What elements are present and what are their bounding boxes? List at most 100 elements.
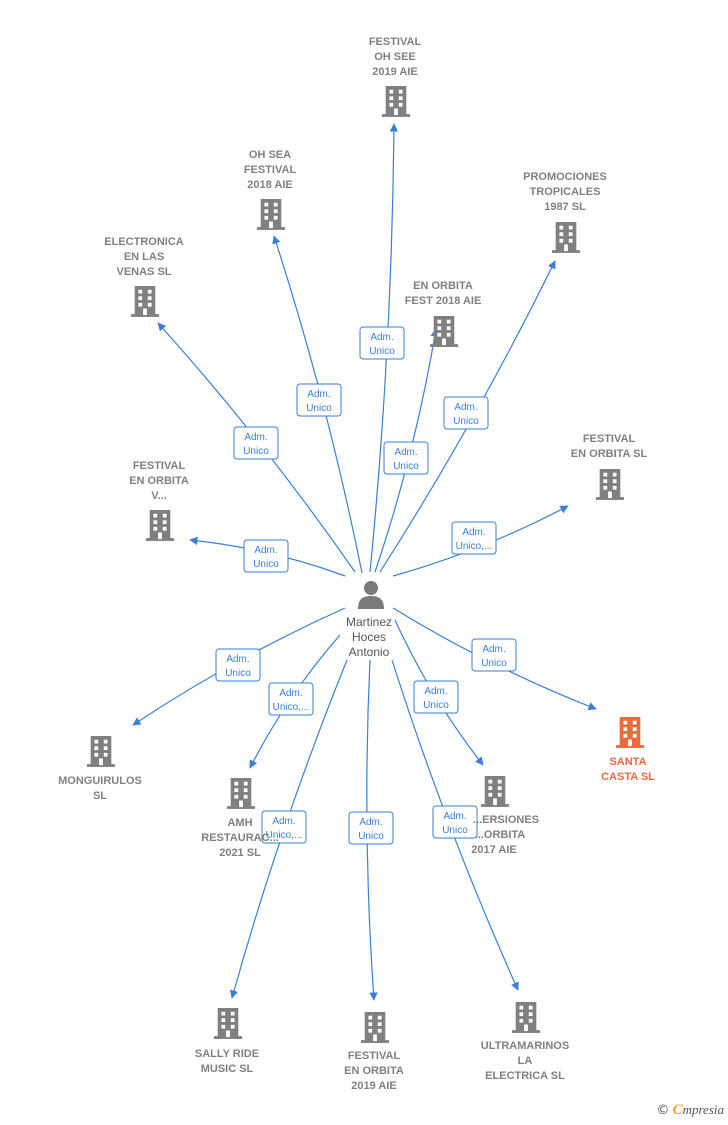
company-name-electronica-en-las-venas[interactable]: ELECTRONICA — [104, 236, 184, 248]
company-name-ultramarinos-la-electrica[interactable]: ELECTRICA SL — [485, 1070, 565, 1082]
company-name-promociones-tropicales-1987[interactable]: 1987 SL — [544, 201, 586, 213]
company-name-promociones-tropicales-1987[interactable]: PROMOCIONES — [523, 171, 607, 183]
company-name-monguirulos[interactable]: SL — [93, 790, 107, 802]
company-name-electronica-en-las-venas[interactable]: EN LAS — [124, 251, 164, 263]
role-badge-frame — [359, 326, 405, 360]
role-text: Adm. — [226, 654, 249, 665]
company-name-amh-restauracion-2021[interactable]: RESTAURAC... — [201, 832, 278, 844]
company-name-festival-oh-see-2019[interactable]: FESTIVAL — [369, 36, 422, 48]
company-name-festival-en-orbita-v[interactable]: V... — [151, 490, 167, 502]
role-badge-sally-ride-music[interactable]: Adm.Unico,... — [261, 810, 307, 844]
role-text: Adm. — [482, 644, 505, 655]
role-badge-amh-restauracion-2021[interactable]: Adm.Unico,... — [268, 682, 314, 716]
role-badge-monguirulos[interactable]: Adm. Unico — [215, 648, 261, 682]
center-name-line-1[interactable]: Martinez — [346, 615, 392, 629]
company-name-festival-en-orbita-sl[interactable]: FESTIVAL — [583, 433, 636, 445]
building-icon[interactable] — [145, 510, 175, 541]
company-name-electronica-en-las-venas[interactable]: VENAS SL — [116, 266, 171, 278]
role-badge-frame — [432, 805, 478, 839]
company-name-festival-en-orbita-2019[interactable]: EN ORBITA — [344, 1065, 404, 1077]
role-text: Unico — [358, 831, 384, 842]
role-badge-promociones-tropicales-1987[interactable]: Adm.Unico — [443, 396, 489, 430]
role-badge-frame — [451, 521, 497, 555]
company-name-ultramarinos-la-electrica[interactable]: LA — [518, 1055, 533, 1067]
building-icon[interactable] — [551, 222, 581, 253]
company-name-festival-en-orbita-v[interactable]: EN ORBITA — [129, 475, 189, 487]
role-badge-oh-sea-festival-2018[interactable]: Adm.Unico — [296, 383, 342, 417]
role-text: Unico — [393, 461, 419, 472]
company-name-festival-oh-see-2019[interactable]: 2019 AIE — [372, 66, 417, 78]
company-name-oh-sea-festival-2018[interactable]: FESTIVAL — [244, 164, 297, 176]
company-name-festival-en-orbita-sl[interactable]: EN ORBITA SL — [571, 448, 648, 460]
role-text: Adm. — [272, 816, 295, 827]
company-name-inversiones-orbita-2017[interactable]: ...ERSIONES — [473, 814, 539, 826]
company-name-amh-restauracion-2021[interactable]: AMH — [227, 817, 252, 829]
center-name-line-2[interactable]: Hoces — [352, 630, 386, 644]
building-icon[interactable] — [226, 778, 256, 809]
footer-brand: © Cmpresia — [656, 1102, 724, 1119]
company-name-festival-en-orbita-2019[interactable]: FESTIVAL — [348, 1050, 401, 1062]
role-badge-festival-oh-see-2019[interactable]: Adm.Unico — [359, 326, 405, 360]
role-badge-festival-en-orbita-2019[interactable]: Adm. Unico — [348, 811, 394, 845]
role-badge-frame — [233, 426, 279, 460]
role-badge-electronica-en-las-venas[interactable]: Adm. Unico — [233, 426, 279, 460]
building-icon[interactable] — [130, 286, 160, 317]
role-text: Unico — [243, 446, 269, 457]
role-badge-santa-casta[interactable]: Adm.Unico — [471, 638, 517, 672]
company-name-monguirulos[interactable]: MONGUIRULOS — [58, 775, 142, 787]
role-text: Adm. — [244, 432, 267, 443]
person-icon[interactable] — [358, 581, 384, 609]
role-text: Adm. — [424, 686, 447, 697]
role-text: Unico — [253, 559, 279, 570]
building-icon[interactable] — [615, 717, 645, 748]
company-name-en-orbita-fest-2018[interactable]: EN ORBITA — [413, 280, 473, 292]
role-text: Adm. — [443, 811, 466, 822]
building-icon[interactable] — [86, 736, 116, 767]
company-name-sally-ride-music[interactable]: SALLY RIDE — [195, 1048, 259, 1060]
building-icon[interactable] — [381, 86, 411, 117]
company-name-promociones-tropicales-1987[interactable]: TROPICALES — [530, 186, 601, 198]
role-badge-frame — [348, 811, 394, 845]
company-name-amh-restauracion-2021[interactable]: 2021 SL — [219, 847, 261, 859]
role-badge-inversiones-orbita-2017[interactable]: Adm. Unico — [413, 680, 459, 714]
role-badge-frame — [268, 682, 314, 716]
company-name-festival-en-orbita-2019[interactable]: 2019 AIE — [351, 1080, 396, 1092]
building-icon[interactable] — [213, 1008, 243, 1039]
role-text: Unico — [442, 825, 468, 836]
company-name-santa-casta[interactable]: SANTA — [609, 756, 646, 768]
role-badge-frame — [443, 396, 489, 430]
role-text: Adm. — [307, 389, 330, 400]
role-badge-en-orbita-fest-2018[interactable]: Adm.Unico — [383, 441, 429, 475]
building-icon[interactable] — [360, 1012, 390, 1043]
role-badge-festival-en-orbita-sl[interactable]: Adm.Unico,... — [451, 521, 497, 555]
company-name-festival-oh-see-2019[interactable]: OH SEE — [374, 51, 416, 63]
company-name-oh-sea-festival-2018[interactable]: 2018 AIE — [247, 179, 292, 191]
building-icon[interactable] — [480, 776, 510, 807]
role-badge-ultramarinos-la-electrica[interactable]: Adm. Unico — [432, 805, 478, 839]
role-badge-festival-en-orbita-v[interactable]: Adm. Unico — [243, 539, 289, 573]
building-icon[interactable] — [511, 1002, 541, 1033]
company-name-inversiones-orbita-2017[interactable]: 2017 AIE — [471, 844, 516, 856]
role-text: Unico — [423, 700, 449, 711]
brand-initial: C — [672, 1102, 683, 1118]
company-name-inversiones-orbita-2017[interactable]: ...ORBITA — [475, 829, 526, 841]
role-text: Adm. — [359, 817, 382, 828]
company-name-ultramarinos-la-electrica[interactable]: ULTRAMARINOS — [481, 1040, 569, 1052]
building-icon[interactable] — [429, 316, 459, 347]
company-name-santa-casta[interactable]: CASTA SL — [601, 771, 655, 783]
company-name-oh-sea-festival-2018[interactable]: OH SEA — [249, 149, 291, 161]
center-name-line-3[interactable]: Antonio — [349, 645, 390, 659]
company-name-en-orbita-fest-2018[interactable]: FEST 2018 AIE — [405, 295, 482, 307]
role-text: Unico — [225, 668, 251, 679]
brand-name: mpresia — [682, 1102, 724, 1117]
role-badge-frame — [471, 638, 517, 672]
company-name-festival-en-orbita-v[interactable]: FESTIVAL — [133, 460, 186, 472]
building-icon[interactable] — [595, 469, 625, 500]
role-text: Adm. — [254, 545, 277, 556]
building-icon[interactable] — [256, 199, 286, 230]
role-badge-frame — [261, 810, 307, 844]
role-badge-frame — [243, 539, 289, 573]
role-text: Adm. — [370, 332, 393, 343]
company-name-sally-ride-music[interactable]: MUSIC SL — [201, 1063, 254, 1075]
